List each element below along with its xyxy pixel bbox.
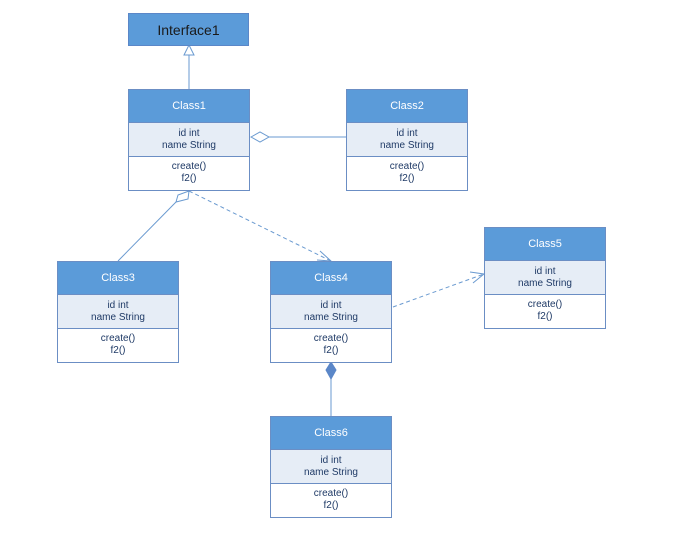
class-methods: create() f2() bbox=[129, 157, 249, 190]
class-name: Class6 bbox=[314, 427, 348, 439]
class-attributes: id int name String bbox=[347, 122, 467, 157]
attribute: name String bbox=[304, 466, 358, 478]
class-name: Class2 bbox=[390, 100, 424, 112]
class-box-class3[interactable]: Class3 id int name String create() f2() bbox=[57, 261, 179, 363]
class-attributes: id int name String bbox=[271, 294, 391, 329]
class-header: Class4 bbox=[271, 262, 391, 294]
attribute: id int bbox=[396, 127, 418, 139]
attribute: name String bbox=[91, 311, 145, 323]
method: create() bbox=[100, 333, 136, 344]
method: f2() bbox=[323, 500, 339, 511]
class-attributes: id int name String bbox=[271, 449, 391, 484]
method: create() bbox=[171, 161, 207, 172]
class-box-class1[interactable]: Class1 id int name String create() f2() bbox=[128, 89, 250, 191]
class-box-class4[interactable]: Class4 id int name String create() f2() bbox=[270, 261, 392, 363]
relation-dependency-class1-class4 bbox=[188, 190, 333, 262]
class-name: Class3 bbox=[101, 272, 135, 284]
method: create() bbox=[389, 161, 425, 172]
class-name: Class1 bbox=[172, 100, 206, 112]
class-box-class2[interactable]: Class2 id int name String create() f2() bbox=[346, 89, 468, 191]
attribute: name String bbox=[380, 139, 434, 151]
class-methods: create() f2() bbox=[271, 484, 391, 517]
class-header: Class3 bbox=[58, 262, 178, 294]
relation-composition-class6-class4 bbox=[325, 361, 337, 416]
method: create() bbox=[527, 299, 563, 310]
relation-aggregation-class3-class1 bbox=[117, 190, 190, 262]
attribute: name String bbox=[304, 311, 358, 323]
interface-name: Interface1 bbox=[157, 21, 220, 38]
class-attributes: id int name String bbox=[58, 294, 178, 329]
attribute: id int bbox=[320, 454, 342, 466]
attribute: name String bbox=[518, 277, 572, 289]
method: create() bbox=[313, 333, 349, 344]
attribute: id int bbox=[178, 127, 200, 139]
attribute: name String bbox=[162, 139, 216, 151]
class-header: Class6 bbox=[271, 417, 391, 449]
attribute: id int bbox=[534, 265, 556, 277]
interface-interface1[interactable]: Interface1 bbox=[128, 13, 249, 46]
class-methods: create() f2() bbox=[58, 329, 178, 362]
attribute: id int bbox=[107, 299, 129, 311]
class-name: Class4 bbox=[314, 272, 348, 284]
attribute: id int bbox=[320, 299, 342, 311]
class-attributes: id int name String bbox=[485, 260, 605, 295]
method: f2() bbox=[323, 345, 339, 356]
method: f2() bbox=[399, 173, 415, 184]
class-attributes: id int name String bbox=[129, 122, 249, 157]
method: f2() bbox=[537, 311, 553, 322]
method: f2() bbox=[181, 173, 197, 184]
class-methods: create() f2() bbox=[485, 295, 605, 328]
relation-aggregation-class2-class1 bbox=[249, 131, 346, 143]
relation-realization-class1-interface1 bbox=[183, 43, 195, 89]
class-box-class6[interactable]: Class6 id int name String create() f2() bbox=[270, 416, 392, 518]
class-box-class5[interactable]: Class5 id int name String create() f2() bbox=[484, 227, 606, 329]
relation-dependency-class4-class5 bbox=[392, 271, 486, 308]
method: f2() bbox=[110, 345, 126, 356]
class-name: Class5 bbox=[528, 238, 562, 250]
class-header: Class1 bbox=[129, 90, 249, 122]
class-methods: create() f2() bbox=[271, 329, 391, 362]
class-header: Class2 bbox=[347, 90, 467, 122]
method: create() bbox=[313, 488, 349, 499]
class-header: Class5 bbox=[485, 228, 605, 260]
class-methods: create() f2() bbox=[347, 157, 467, 190]
